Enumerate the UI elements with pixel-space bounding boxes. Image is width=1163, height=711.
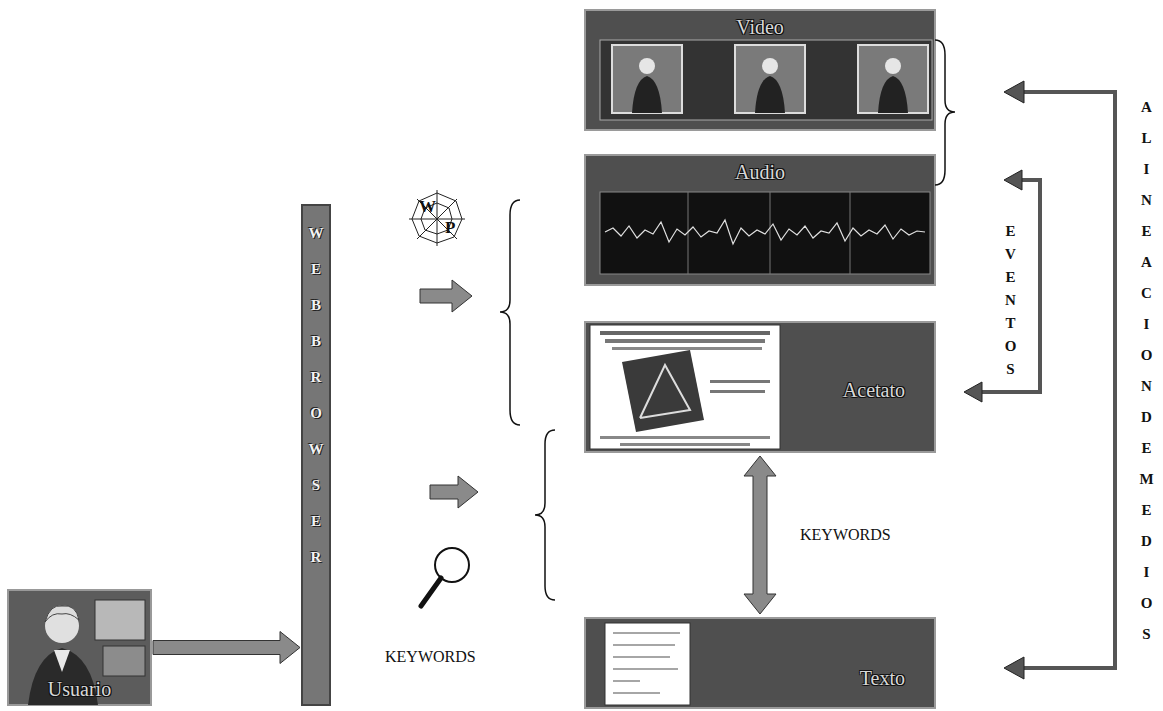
media-box: Audio	[585, 155, 935, 285]
slide-line	[612, 347, 762, 350]
monitor	[103, 646, 145, 676]
page-lines	[613, 633, 680, 693]
block-arrow	[744, 456, 776, 614]
waveform	[605, 220, 925, 244]
edge-label: KEYWORDS	[800, 526, 891, 544]
video-frame	[735, 45, 805, 113]
person-shirt	[54, 650, 70, 672]
slide-line	[600, 436, 770, 439]
waveform-divider	[770, 192, 771, 274]
node-label: WEB BROWSER	[309, 215, 324, 575]
events-arrows	[964, 170, 1042, 402]
vertical-label: EVENTOS	[1003, 220, 1018, 381]
slide-line	[620, 443, 750, 446]
media-box: Texto	[585, 618, 935, 708]
bracket	[535, 430, 555, 600]
video-frame	[612, 45, 682, 113]
node-label: Acetato	[843, 379, 905, 402]
waveform-ground	[600, 192, 930, 274]
slide-line	[605, 339, 765, 343]
user-box: Usuario	[8, 590, 151, 705]
bracket	[500, 200, 520, 425]
block-arrow	[153, 632, 300, 664]
slide-figure	[622, 350, 704, 432]
browser-bar	[302, 205, 330, 705]
slide-line	[710, 390, 765, 393]
slide-line	[600, 331, 770, 335]
media-box: Acetato	[585, 322, 935, 452]
slide-figure	[640, 365, 690, 418]
node-label: Video	[736, 16, 784, 39]
film-strip	[600, 40, 932, 120]
web-icon	[409, 190, 465, 246]
node-label: Audio	[735, 161, 785, 184]
vertical-label: ALINEACION DE MEDIOS	[1139, 92, 1154, 650]
node-label: Texto	[860, 667, 905, 690]
monitor	[95, 600, 145, 640]
slide-panel	[585, 322, 935, 452]
icon-letter: W	[419, 197, 436, 217]
keyword-label: KEYWORDS	[385, 648, 476, 666]
block-arrow	[430, 476, 478, 508]
node-label: Usuario	[48, 678, 111, 701]
browser-bar: WEB BROWSER	[302, 205, 330, 705]
text-panel	[585, 618, 935, 708]
video-frame	[858, 45, 928, 113]
text-page	[605, 623, 690, 705]
media-box: Video	[585, 10, 935, 130]
audio-panel	[585, 155, 935, 285]
icon-letter: P	[445, 218, 455, 238]
slide-thumbnail	[590, 325, 780, 449]
block-arrow	[420, 280, 472, 312]
person-hair	[45, 606, 79, 622]
magnifier-handle	[421, 578, 441, 606]
video-panel	[585, 10, 935, 130]
user-photo	[8, 590, 151, 705]
alignment-arrows	[1004, 81, 1117, 679]
slide-line	[710, 380, 770, 383]
bracket	[935, 40, 955, 185]
